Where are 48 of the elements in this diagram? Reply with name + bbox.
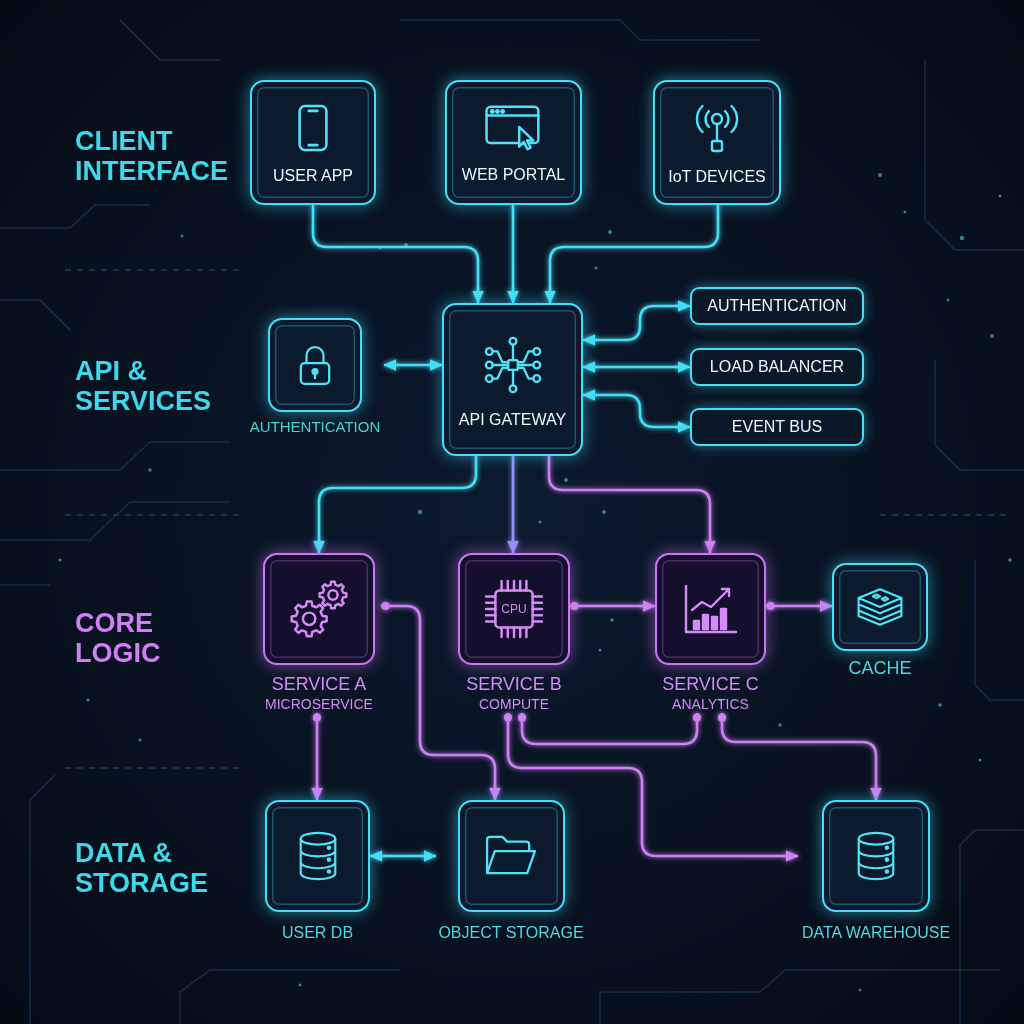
arrow — [311, 713, 323, 801]
service-pill — [690, 408, 864, 446]
double-arrow — [582, 361, 691, 373]
service-name: SERVICE C — [662, 673, 759, 695]
node-label: IoT DEVICES — [668, 166, 766, 187]
arrow — [717, 713, 882, 801]
client-card — [445, 80, 582, 205]
connector-line — [517, 713, 702, 746]
service-pill — [690, 287, 864, 325]
double-arrow — [582, 389, 691, 433]
arrow — [503, 713, 799, 862]
node-label: USER DB — [281, 923, 354, 943]
section-title: CORE LOGIC — [75, 608, 162, 668]
arrow — [547, 456, 716, 554]
service-name: SERVICE B — [466, 673, 562, 695]
node-label: WEB PORTAL — [461, 164, 566, 185]
pill-label: EVENT BUS — [731, 417, 823, 437]
node-label: CACHE — [848, 657, 912, 679]
arrow — [313, 456, 478, 554]
client-card — [250, 80, 376, 205]
section-title: API & SERVICES — [75, 356, 213, 416]
arrow — [570, 600, 656, 612]
service-type: MICROSERVICE — [265, 695, 373, 713]
node-label: USER APP — [273, 165, 353, 186]
double-arrow — [582, 300, 691, 346]
node-label: API GATEWAY — [458, 409, 567, 430]
arrow — [381, 601, 501, 801]
service-type: COMPUTE — [479, 695, 549, 713]
node-label: DATA WAREHOUSE — [801, 923, 951, 943]
pill-label: LOAD BALANCER — [709, 357, 845, 377]
gateway-card — [442, 303, 583, 456]
client-card — [653, 80, 781, 205]
service-name: SERVICE A — [271, 673, 367, 695]
chip-label: CPU — [501, 602, 527, 616]
arrow — [766, 600, 833, 612]
node-label: OBJECT STORAGE — [438, 923, 584, 943]
arrow — [507, 456, 519, 554]
double-arrow — [369, 850, 437, 862]
arrow — [311, 205, 484, 304]
service-pill — [690, 348, 864, 386]
pill-label: AUTHENTICATION — [707, 296, 847, 316]
section-title: CLIENT INTERFACE — [75, 126, 229, 186]
arrow — [507, 205, 519, 304]
double-arrow — [383, 359, 443, 371]
section-title: DATA & STORAGE — [75, 838, 210, 898]
service-type: ANALYTICS — [672, 695, 749, 713]
node-label: AUTHENTICATION — [249, 418, 381, 436]
arrow — [544, 205, 720, 304]
